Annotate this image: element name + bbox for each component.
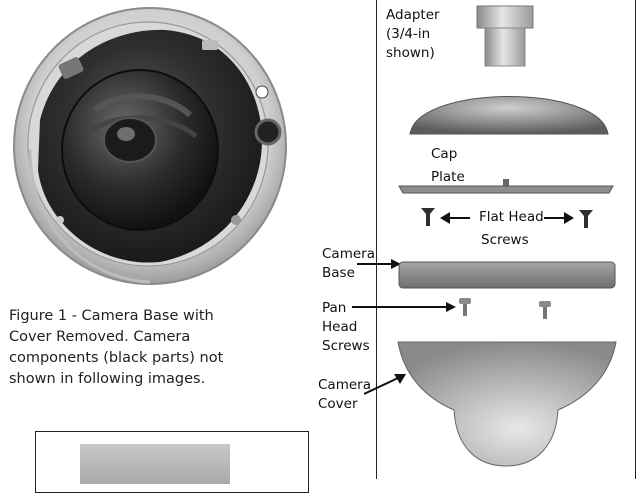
cap-label: Cap: [431, 145, 457, 164]
screws-label: Screws: [481, 231, 529, 250]
flat-head-screw-right: [578, 208, 594, 230]
camera-base-part: [397, 258, 617, 292]
figure-1-caption: Figure 1 - Camera Base with Cover Remove…: [9, 306, 279, 390]
adapter-part: [472, 4, 538, 70]
camera-cover-part: [396, 336, 618, 470]
caption-line: shown in following images.: [9, 369, 279, 390]
figure-2-frame: [35, 431, 309, 493]
cap-part: [404, 78, 614, 140]
caption-line: Figure 1 - Camera Base with: [9, 306, 279, 327]
pan-head-screw-left: [458, 297, 472, 319]
figure-2-photo-top: [80, 444, 230, 484]
camera-base-arrow: [357, 259, 401, 269]
pan-head-screw-right: [538, 300, 552, 322]
camera-base-photo: [0, 0, 290, 292]
flat-head-label: Flat Head: [479, 208, 544, 227]
plate-part: [395, 176, 617, 198]
arrow-left-icon: [440, 212, 470, 224]
flat-head-screw-left: [420, 206, 436, 228]
arrow-right-icon: [544, 212, 574, 224]
pan-head-arrow: [352, 302, 456, 312]
adapter-label: Adapter (3/4-in shown): [386, 6, 440, 63]
caption-line: Cover Removed. Camera: [9, 327, 279, 348]
caption-line: components (black parts) not: [9, 348, 279, 369]
